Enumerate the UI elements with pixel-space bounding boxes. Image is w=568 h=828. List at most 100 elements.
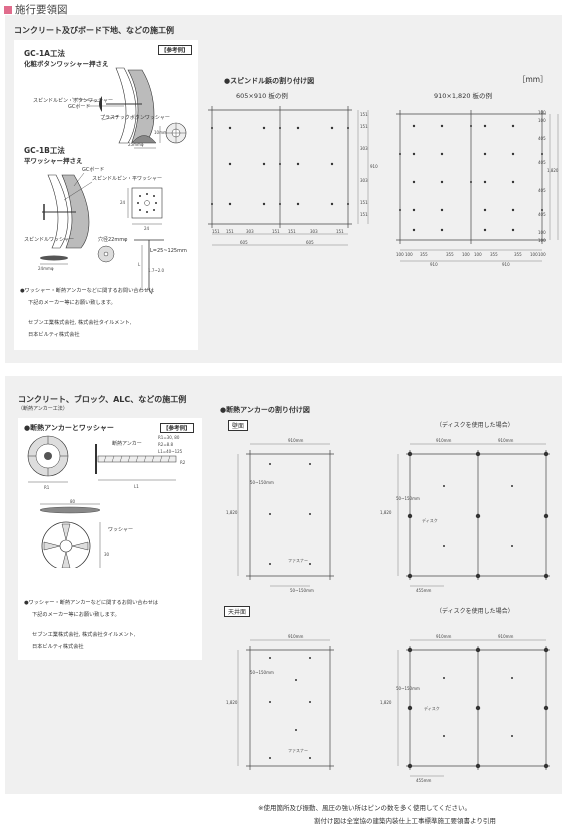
wall-left-edge: 50~150mm [250,480,274,485]
ceiling-right-width-b: 910mm [498,634,514,639]
wall-left-width: 910mm [288,438,304,443]
gc1a-label-pin: スピンドルピン・ボタンワッシャー [33,98,114,104]
left-dim-b5: 303 [310,229,318,234]
anchor-label-80: 80 [70,499,76,504]
gc-method-box [14,40,198,350]
ceiling-left-fastener: ファスナー [288,748,308,753]
section1-maker-1: セブン工業株式会社, 株式会社タイルメント, [28,320,132,326]
anchor-label-r1: R1 [44,485,50,490]
ceiling-right-height: 1,820 [380,700,392,705]
ceiling-right-disc: ディスク [424,706,440,711]
anchor-spec-1: R1=30, 80 [158,435,180,440]
gc1a-button-washer [99,96,102,112]
gc1b-subtitle: 平ワッシャー押さえ [24,157,83,165]
wall-right-width-a: 910mm [436,438,452,443]
right-side-dim-3: 405 [538,160,546,165]
left-dim-b0: 151 [212,229,220,234]
section2-maker-1: セブン工業株式会社, 株式会社タイルメント, [32,632,136,638]
gc1a-reference-tag: 【参考例】 [158,45,192,55]
gc-method-illustrations [40,67,187,295]
right-dim-b5: 100 [474,252,482,257]
anchor-illustrations [27,435,177,568]
gc1b-label-washer-width: 24mmφ [38,266,54,271]
gc1b-label-length: L=25~125mm [150,248,187,254]
section2-subtitle: （断熱アンカー工法） [18,406,68,412]
gc1a-label-washer: プラスチックボタンワッシャー [100,115,170,121]
left-dim-b4: 151 [288,229,296,234]
right-dim-b1: 100 [405,252,413,257]
washer-label-30: 30 [104,552,110,557]
spindle-layout-diagrams [208,106,559,262]
ceiling-left-width: 910mm [288,634,304,639]
gc1b-label-L: L [138,262,141,267]
left-side-dim-3: 303 [360,178,368,183]
gc1b-label-24b: 24 [144,226,150,231]
anchor-label-r2: R2 [180,460,186,465]
ceiling-disc-note: （ディスクを使用した場合） [436,608,514,615]
layout-right-label: 910×1,820 板の例 [434,92,493,100]
left-side-dim-5: 151 [360,212,368,217]
gc1b-spindle-washer-side [40,255,68,261]
gc1a-title: GC-1A工法 [24,49,65,58]
anchor-layout-title: ●断熱アンカーの割り付け図 [220,406,310,414]
layout-left-label: 605×910 板の例 [236,92,288,100]
anchor-spec-3: L1=40~125 [158,449,183,454]
right-side-dim-2: 405 [538,136,546,141]
anchor-label-l1: L1 [134,484,139,489]
gc1b-square-washer [131,187,163,219]
section2-note-2: 下記のメーカー等にお願い致します。 [32,612,120,618]
section2-title: コンクリート、ブロック、ALC、などの施工例 [18,395,187,404]
anchor-title: ●断熱アンカーとワッシャー [24,424,114,432]
gc1b-label-spindle-washer: スピンドルワッシャー [24,237,75,243]
left-dim-b3: 151 [272,229,280,234]
gc1b-title: GC-1B工法 [24,146,65,155]
left-pin-dots [211,126,349,206]
section1-note-2: 下記のメーカー等にお願い致します。 [28,300,116,306]
right-side-dim-1: 100 [538,118,546,123]
right-dim-b6: 355 [490,252,498,257]
ceiling-right-edge: 50~150mm [396,686,420,691]
right-dim-b7: 355 [514,252,522,257]
right-pin-dots [399,124,543,232]
right-dim-b3: 355 [446,252,454,257]
gc1b-label-hole: 穴径22mmφ [98,237,128,243]
header-marker-icon [4,6,12,14]
gc1a-label-height: 10mm [154,130,167,135]
section1-note-1: ●ワッシャー・断熱アンカーなどに関するお問い合わせは [20,288,155,294]
gc1a-board-section [115,67,137,144]
wall-right-455: 455mm [416,588,432,593]
right-side-dim-7: 100 [538,238,546,243]
gc1a-wall-section [127,69,155,143]
wall-right-width-b: 910mm [498,438,514,443]
ceiling-right-455: 455mm [416,778,432,783]
ceiling-left-edge: 50~150mm [250,670,274,675]
right-side-dim-4: 405 [538,188,546,193]
left-dim-total-a: 605 [240,240,248,245]
section1-title: コンクリート及びボード下地、などの施工例 [14,26,174,35]
header-title: 施行要領図 [15,4,68,16]
ceiling-right-width-a: 910mm [436,634,452,639]
section1-maker-2: 日本ビルティ株式会社 [28,332,80,338]
gc1a-plastic-washer-side [131,135,157,144]
gc1b-label-board: GCボード [82,167,105,173]
gc1b-label-24a: 24 [120,200,126,205]
washer-side [39,506,101,514]
right-dim-total-a: 910 [430,262,438,267]
washer-label: ワッシャー [108,527,134,533]
wall-right-edge: 50~150mm [396,496,420,501]
unit-label: ［mm］ [518,75,548,84]
gc1a-subtitle: 化粧ボタンワッシャー押さえ [24,60,109,68]
right-dim-b4: 100 [462,252,470,257]
right-dim-b8: 100 [530,252,538,257]
gc1a-label-dia: 25mmφ [128,142,144,147]
right-side-dim-6: 100 [538,230,546,235]
right-side-dim-5: 405 [538,212,546,217]
footer-note-2: 割付け図は全室協の建築内装仕上工事標準施工要領書より引用 [314,817,496,825]
wall-tag: 壁面 [228,420,249,431]
right-dim-b0: 100 [396,252,404,257]
anchor-spec-2: R2=8.8 [158,442,174,447]
right-dim-b2: 355 [420,252,428,257]
left-dim-total-b: 605 [306,240,314,245]
wall-left-bottom-edge: 50~150mm [290,588,314,593]
section2-maker-2: 日本ビルティ株式会社 [32,644,84,650]
